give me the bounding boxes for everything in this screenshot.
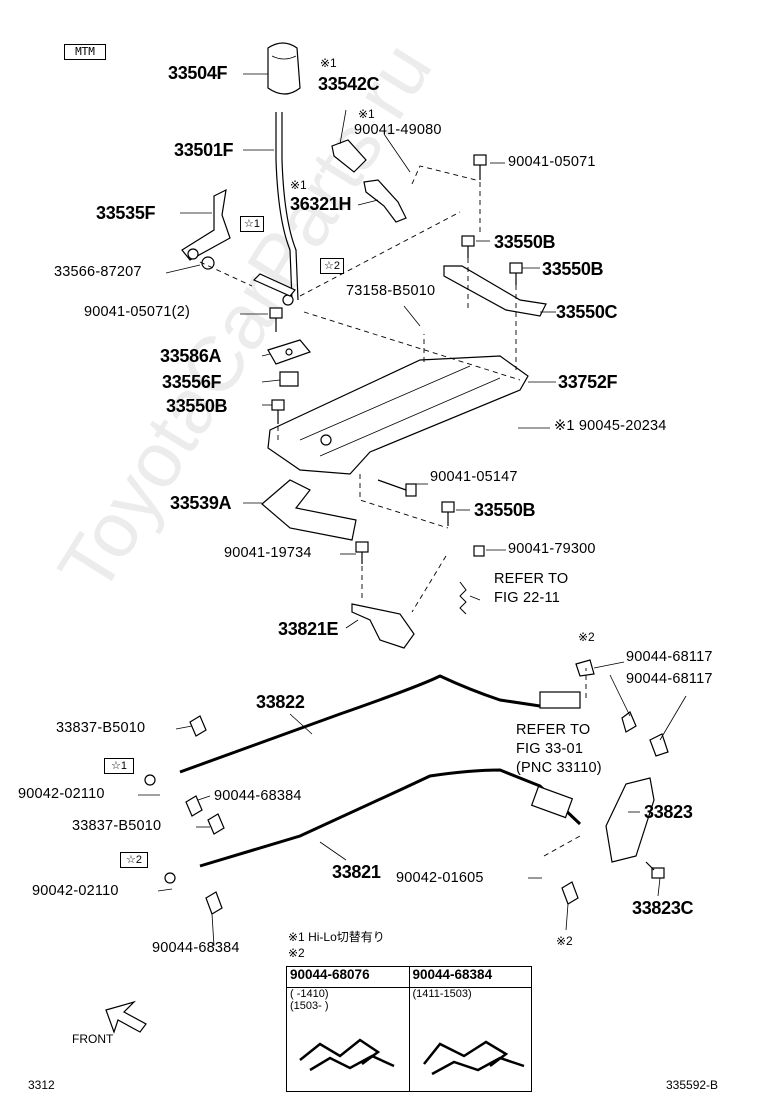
note-mark-x2: ※2 [578, 630, 595, 644]
model-tag: MTM [64, 44, 106, 60]
table-cell-68384-dates: (1411-1503) [408, 987, 532, 1092]
part-label-33550B[interactable]: 33550B [494, 232, 556, 252]
shift-housing-icon [267, 355, 529, 475]
select-cable-33821 [199, 768, 582, 868]
figure-code: 335592-B [666, 1078, 719, 1092]
part-label-33566-87207[interactable]: 33566-87207 [54, 264, 142, 280]
note-x2-header: ※2 [288, 946, 305, 960]
part-label-33821[interactable]: 33821 [332, 862, 381, 882]
table-cell-68076-dates: ( -1410) (1503- ) [286, 987, 410, 1092]
part-label-33550B[interactable]: 33550B [474, 500, 536, 520]
part-label-33535F[interactable]: 33535F [96, 203, 156, 223]
part-label-33550B[interactable]: 33550B [542, 259, 604, 279]
spring-icon [459, 581, 467, 615]
cable-bracket-icon [351, 603, 415, 649]
cable-support-bracket-icon [605, 777, 655, 863]
part-label-33837-B5010[interactable]: 33837-B5010 [56, 720, 146, 736]
front-arrow-icon [105, 1000, 147, 1034]
part-label-90044-68384[interactable]: 90044-68384 [152, 940, 240, 956]
part-label-90045-20234[interactable]: ※1 90045-20234 [554, 418, 667, 434]
star1-tag: ☆1 [240, 216, 264, 232]
hi-lo-knob-icon [331, 139, 367, 173]
note-mark-x1: ※1 [320, 56, 337, 70]
star2-tag: ☆2 [320, 258, 344, 274]
part-label-33550C[interactable]: 33550C [556, 302, 618, 322]
shift-lever-rod-icon [275, 112, 299, 301]
table-header-90044-68076[interactable]: 90044-68076 [286, 966, 410, 988]
note-mark-x1: ※1 [290, 178, 307, 192]
refer-fig-22-11-line2[interactable]: FIG 22-11 [494, 590, 561, 606]
clip-icon [189, 715, 207, 737]
part-label-90042-02110[interactable]: 90042-02110 [32, 883, 119, 899]
part-label-90044-68117[interactable]: 90044-68117 [626, 671, 713, 687]
star2-tag: ☆2 [120, 852, 148, 868]
cover-plate-icon [261, 479, 357, 541]
part-label-33821E[interactable]: 33821E [278, 619, 339, 639]
star1-tag: ☆1 [104, 758, 134, 774]
bushing-icon [279, 371, 299, 387]
table-header-90044-68384[interactable]: 90044-68384 [408, 966, 532, 988]
part-label-33837-B5010[interactable]: 33837-B5010 [72, 818, 162, 834]
part-label-90041-19734[interactable]: 90041-19734 [224, 545, 312, 561]
part-label-33556F[interactable]: 33556F [162, 372, 222, 392]
part-label-90044-68117[interactable]: 90044-68117 [626, 649, 713, 665]
clip-variant-table: 90044-68076 90044-68384 ( -1410) (1503- … [286, 966, 532, 1092]
part-label-33752F[interactable]: 33752F [558, 372, 618, 392]
date-range: (1503- ) [290, 1000, 329, 1012]
hi-lo-lever-icon [363, 179, 407, 223]
part-label-33823[interactable]: 33823 [644, 802, 693, 822]
part-label-33823C[interactable]: 33823C [632, 898, 694, 918]
select-lever-icon [181, 188, 231, 261]
part-label-90041-05071[interactable]: 90041-05071 [508, 154, 596, 170]
part-label-33504F[interactable]: 33504F [168, 63, 228, 83]
part-label-90041-05147[interactable]: 90041-05147 [430, 469, 518, 485]
part-label-90042-02110[interactable]: 90042-02110 [18, 786, 105, 802]
part-label-36321H[interactable]: 36321H [290, 194, 352, 214]
part-label-90042-01605[interactable]: 90042-01605 [396, 870, 484, 886]
note-hi-lo: ※1 Hi-Lo切替有り [288, 930, 385, 944]
part-label-90044-68384[interactable]: 90044-68384 [214, 788, 302, 804]
part-label-33822[interactable]: 33822 [256, 692, 305, 712]
bracket-icon [443, 265, 547, 317]
part-label-33550B[interactable]: 33550B [166, 396, 228, 416]
page-number: 3312 [28, 1078, 55, 1092]
shift-knob-icon [267, 42, 301, 95]
part-label-33539A[interactable]: 33539A [170, 493, 232, 513]
refer-fig-22-11-line1: REFER TO [494, 571, 569, 587]
part-label-90041-79300[interactable]: 90041-79300 [508, 541, 596, 557]
refer-fig-33-01-line3: (PNC 33110) [516, 760, 602, 776]
note-mark-x2: ※2 [556, 934, 573, 948]
part-label-90041-49080[interactable]: 90041-49080 [354, 122, 442, 138]
front-label: FRONT [72, 1032, 114, 1046]
refer-fig-33-01-line2[interactable]: FIG 33-01 [516, 741, 584, 757]
date-range: (1411-1503) [412, 988, 472, 1000]
plate-icon [267, 339, 312, 365]
part-label-33501F[interactable]: 33501F [174, 140, 234, 160]
part-label-90041-05071-2[interactable]: 90041-05071(2) [84, 304, 190, 320]
shift-cable-33822 [179, 674, 541, 774]
part-label-33586A[interactable]: 33586A [160, 346, 222, 366]
part-label-73158-B5010[interactable]: 73158-B5010 [346, 283, 436, 299]
part-label-33542C[interactable]: 33542C [318, 74, 380, 94]
refer-fig-33-01-line1: REFER TO [516, 722, 591, 738]
date-range: ( -1410) [290, 988, 329, 1000]
note-mark-x1: ※1 [358, 107, 375, 121]
